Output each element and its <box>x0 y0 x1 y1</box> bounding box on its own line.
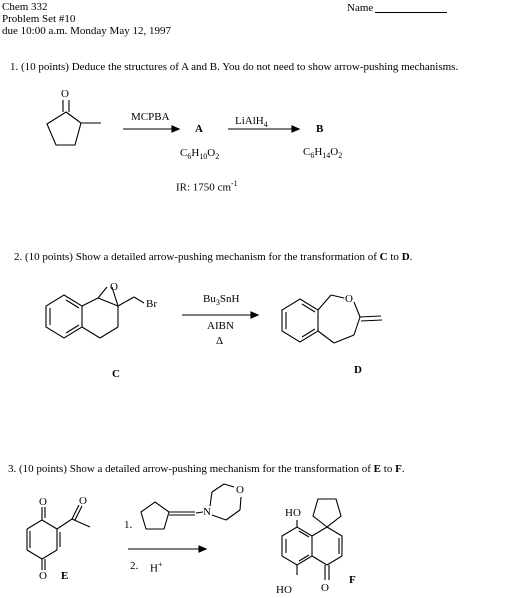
q2-ring-oxygen: O <box>345 293 353 305</box>
acid-reagent: H+ <box>150 560 163 575</box>
formula-b: C6H14O2 <box>303 146 343 161</box>
morpholine-nitrogen: N <box>203 506 211 518</box>
e-top-oxygen: O <box>39 496 47 508</box>
q1-prompt: 1. (10 points) Deduce the structures of … <box>10 61 459 73</box>
q2-epoxide-oxygen: O <box>110 281 118 293</box>
q3-arrow <box>128 545 208 553</box>
compound-e-label: E <box>61 570 69 582</box>
reagent-aibn: AIBN <box>207 320 234 332</box>
compound-f-label: F <box>349 574 356 586</box>
q3-prompt: 3. (10 points) Show a detailed arrow-pus… <box>8 463 405 475</box>
problem-set-title: Problem Set #10 <box>2 13 76 25</box>
formula-a: C6H10O2 <box>180 147 220 162</box>
f-ketone-oxygen: O <box>321 582 329 594</box>
product-b-label: B <box>316 123 324 135</box>
compound-c-label: C <box>112 368 120 380</box>
compound-d-label: D <box>354 364 362 376</box>
compound-f-structure <box>281 498 343 580</box>
e-acetyl-oxygen: O <box>79 495 87 507</box>
reagent-mcpba: MCPBA <box>131 111 170 123</box>
step-2-label: 2. <box>130 560 139 572</box>
compound-e-structure <box>26 504 91 570</box>
q1-arrow-2 <box>228 125 301 133</box>
reagent-bu3snh: Bu3SnH <box>203 293 240 308</box>
q2-bromine: Br <box>146 298 157 310</box>
name-blank-line <box>375 12 447 13</box>
q1-arrow-1 <box>123 125 181 133</box>
e-bottom-oxygen: O <box>39 570 47 582</box>
q1-ketone-oxygen: O <box>61 88 69 100</box>
morpholine-oxygen: O <box>236 484 244 496</box>
heat-symbol: Δ <box>216 335 224 347</box>
compound-d-structure <box>281 294 383 344</box>
methylcyclopentanone-structure <box>46 100 101 146</box>
product-a-label: A <box>195 123 203 135</box>
q2-arrow <box>182 311 260 319</box>
f-bottom-hydroxyl: HO <box>276 584 292 596</box>
name-label: Name <box>347 2 374 14</box>
enamine-reagent-structure <box>140 483 242 530</box>
due-date: due 10:00 a.m. Monday May 12, 1997 <box>2 25 171 37</box>
course-title: Chem 332 <box>2 1 48 13</box>
compound-c-structure <box>45 286 145 339</box>
reagent-lialh4: LiAlH4 <box>235 115 268 130</box>
q2-prompt: 2. (10 points) Show a detailed arrow-pus… <box>14 251 413 263</box>
ir-data: IR: 1750 cm-1 <box>176 179 238 194</box>
step-1-label: 1. <box>124 519 133 531</box>
f-top-hydroxyl: HO <box>285 507 301 519</box>
